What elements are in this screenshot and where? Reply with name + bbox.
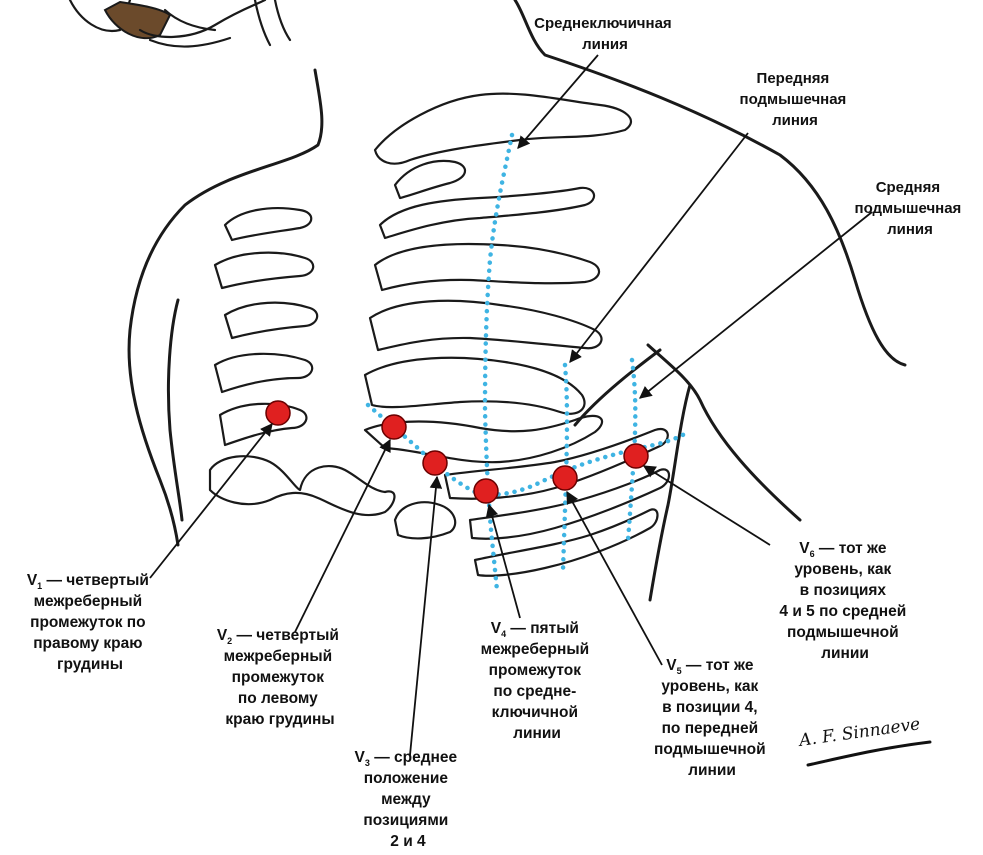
electrode-v3 <box>423 451 447 475</box>
lead-v3-text: V3 — среднее положение между позициями 2… <box>355 749 462 850</box>
electrode-v2 <box>382 415 406 439</box>
guide-lines <box>368 135 688 590</box>
arrow-v5 <box>567 492 662 665</box>
author-signature: A. F. Sinnaeve <box>796 714 930 765</box>
doctor-illustration <box>70 0 290 47</box>
electrode-v5 <box>553 466 577 490</box>
label-mid-axillary: Средняя подмышечная линия <box>855 179 966 238</box>
rib-cage <box>210 94 669 576</box>
lead-v4-text: V4 — пятый межреберный промежуток по сре… <box>481 620 594 742</box>
lead-v1-text: V1 — четвертый межреберный промежуток по… <box>27 572 153 673</box>
electrode-v4 <box>474 479 498 503</box>
lead-descriptions: V1 — четвертый межреберный промежуток по… <box>27 540 911 850</box>
lead-v5-text: V5 — тот же уровень, как в позиции 4, по… <box>654 657 770 779</box>
lead-v2-text: V2 — четвертый межреберный промежуток по… <box>217 627 343 728</box>
arrow-v3 <box>410 477 437 755</box>
label-anterior-axillary: Передняя подмышечная линия <box>740 70 851 129</box>
arrow-midclavicular <box>518 55 598 148</box>
electrode-v6 <box>624 444 648 468</box>
electrode-v1 <box>266 401 290 425</box>
line-labels: Среднеключичная линия Передняя подмышечн… <box>534 15 965 238</box>
label-midclavicular: Среднеключичная линия <box>534 15 676 53</box>
lead-v6-text: V6 — тот же уровень, как в позициях 4 и … <box>779 540 910 662</box>
arrow-anterior-axillary <box>570 133 748 362</box>
arrow-mid-axillary <box>640 212 872 398</box>
torso-outline <box>129 0 905 600</box>
